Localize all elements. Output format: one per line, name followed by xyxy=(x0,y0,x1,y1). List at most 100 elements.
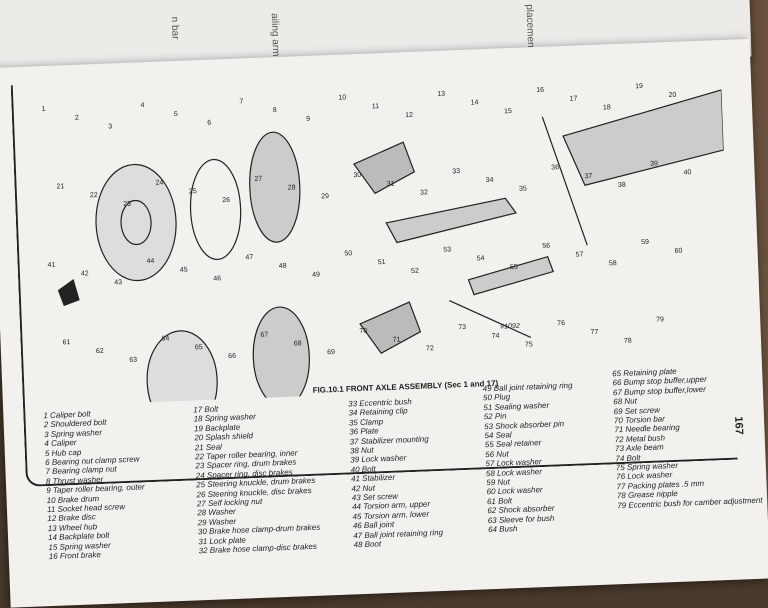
callout-18: 18 xyxy=(603,104,611,111)
callout-43: 43 xyxy=(114,279,122,286)
callout-79: 79 xyxy=(656,316,664,323)
callout-61: 61 xyxy=(62,339,70,346)
front-axle-diagram: #1092 1234567891011121314151617181920212… xyxy=(41,83,725,407)
callout-47: 47 xyxy=(245,254,253,261)
callout-17: 17 xyxy=(569,95,577,102)
callout-71: 71 xyxy=(393,336,401,343)
callout-73: 73 xyxy=(458,324,466,331)
callout-19: 19 xyxy=(635,83,643,90)
callout-75: 75 xyxy=(525,341,533,348)
callout-55: 55 xyxy=(510,264,518,271)
callout-58: 58 xyxy=(609,260,617,267)
hub-cap xyxy=(57,278,80,307)
callout-78: 78 xyxy=(624,338,632,345)
callout-9: 9 xyxy=(306,116,310,123)
callout-40: 40 xyxy=(683,169,691,176)
callout-2: 2 xyxy=(75,115,79,122)
callout-77: 77 xyxy=(590,329,598,336)
steering-knuckle-lower xyxy=(359,301,422,354)
callout-66: 66 xyxy=(228,353,236,360)
callout-68: 68 xyxy=(294,340,302,347)
splash-shield xyxy=(252,306,310,407)
callout-45: 45 xyxy=(180,267,188,274)
callout-44: 44 xyxy=(146,258,154,265)
steering-knuckle-upper xyxy=(353,141,416,195)
callout-39: 39 xyxy=(650,160,658,167)
callout-56: 56 xyxy=(542,243,550,250)
callout-7: 7 xyxy=(239,98,243,105)
brake-disc xyxy=(146,330,218,407)
callout-33: 33 xyxy=(452,168,460,175)
callout-34: 34 xyxy=(486,177,494,184)
callout-53: 53 xyxy=(443,246,451,253)
callout-32: 32 xyxy=(420,189,428,196)
callout-63: 63 xyxy=(129,357,137,364)
callout-25: 25 xyxy=(189,188,197,195)
callout-65: 65 xyxy=(195,344,203,351)
callout-22: 22 xyxy=(90,192,98,199)
callout-26: 26 xyxy=(222,197,230,204)
callout-62: 62 xyxy=(96,348,104,355)
callout-6: 6 xyxy=(207,120,211,127)
callout-70: 70 xyxy=(359,328,367,335)
torsion-arm-lower xyxy=(467,256,555,296)
callout-51: 51 xyxy=(378,259,386,266)
callout-41: 41 xyxy=(47,262,55,269)
handwritten-note: #1092 xyxy=(500,323,520,331)
hub xyxy=(120,199,152,246)
callout-35: 35 xyxy=(519,185,527,192)
callout-1: 1 xyxy=(41,106,45,113)
callout-11: 11 xyxy=(372,103,380,110)
callout-27: 27 xyxy=(254,176,262,183)
axle-beam xyxy=(562,89,725,186)
brake-drum xyxy=(95,163,177,282)
backplate xyxy=(249,131,301,243)
stabilizer xyxy=(449,299,531,338)
callout-29: 29 xyxy=(321,193,329,200)
callout-74: 74 xyxy=(492,333,500,340)
callout-16: 16 xyxy=(536,87,544,94)
callout-5: 5 xyxy=(174,111,178,118)
callout-69: 69 xyxy=(327,349,335,356)
callout-76: 76 xyxy=(557,320,565,327)
callout-42: 42 xyxy=(81,270,89,277)
shock-absorber xyxy=(541,116,588,246)
callout-72: 72 xyxy=(426,345,434,352)
callout-46: 46 xyxy=(213,275,221,282)
torsion-arm-upper xyxy=(385,197,517,244)
callout-13: 13 xyxy=(437,91,445,98)
callout-49: 49 xyxy=(312,271,320,278)
callout-14: 14 xyxy=(471,99,479,106)
page-fragment: rward xyxy=(0,23,1,48)
callout-31: 31 xyxy=(387,181,395,188)
callout-4: 4 xyxy=(140,102,144,109)
page-fragment: n bar xyxy=(168,16,181,40)
page-number: 167 xyxy=(732,416,745,435)
callout-10: 10 xyxy=(338,94,346,101)
page-fragment: ailing arms xyxy=(268,12,282,62)
callout-64: 64 xyxy=(161,335,169,342)
callout-54: 54 xyxy=(477,255,485,262)
parts-list-item: 48 Boot xyxy=(353,539,382,550)
callout-30: 30 xyxy=(353,172,361,179)
callout-50: 50 xyxy=(344,250,352,257)
callout-23: 23 xyxy=(123,201,131,208)
callout-15: 15 xyxy=(504,108,512,115)
callout-21: 21 xyxy=(56,183,64,190)
callout-48: 48 xyxy=(279,263,287,270)
callout-36: 36 xyxy=(551,164,559,171)
callout-57: 57 xyxy=(575,251,583,258)
parts-list-item: 64 Bush xyxy=(487,524,518,535)
callout-52: 52 xyxy=(411,268,419,275)
callout-59: 59 xyxy=(641,239,649,246)
callout-3: 3 xyxy=(108,123,112,130)
callout-labels: 1234567891011121314151617181920212223242… xyxy=(41,83,691,364)
callout-28: 28 xyxy=(288,184,296,191)
callout-24: 24 xyxy=(155,179,163,186)
